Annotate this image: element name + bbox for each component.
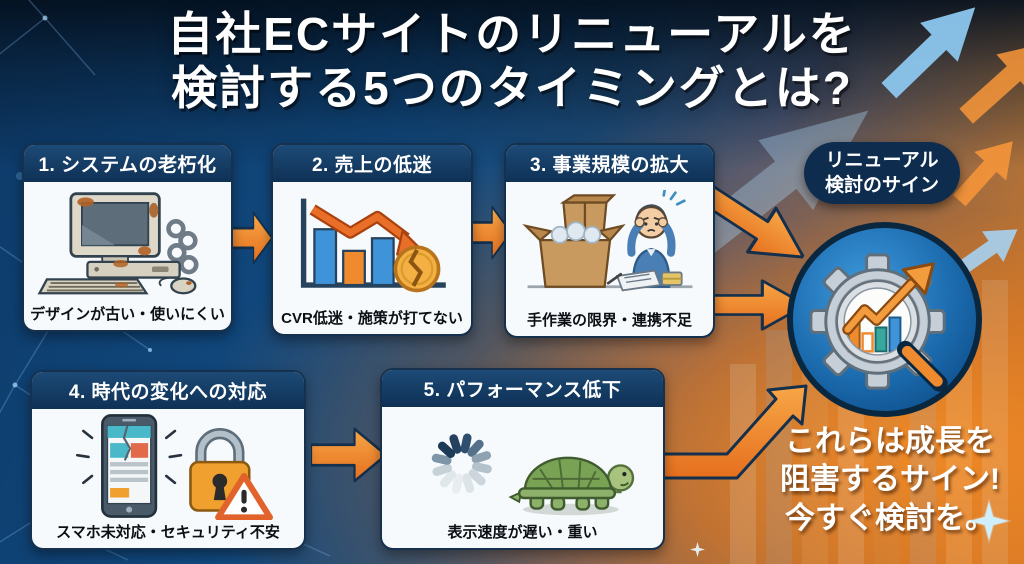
card3-header: 3. 事業規模の拡大 — [506, 145, 713, 182]
card4-caption: スマホ未対応・セキュリティ不安 — [56, 524, 280, 541]
gear-magnifier-growth-chart-icon — [786, 221, 983, 418]
arrow-card4-to-card5 — [311, 427, 386, 483]
sparkle-small-icon — [690, 542, 705, 557]
declining-chart-broken-coin-icon — [300, 198, 446, 293]
page-title-line1: 自社ECサイトのリニューアルを — [167, 8, 857, 60]
old-computer-chain-icon — [37, 192, 199, 295]
card5-caption: 表示速度が遅い・重い — [447, 524, 598, 541]
card-system-aging: 1. システムの老朽化 — [22, 143, 233, 332]
card-sales-slump: 2. 売上の低迷 CVR低迷・施策が打てない — [271, 143, 473, 336]
page-title: 自社ECサイトのリニューアルを 検討する5つのタイミングとは? — [0, 8, 1024, 116]
background-arrow-orange-mid-icon — [952, 141, 1013, 207]
card2-header: 2. 売上の低迷 — [273, 145, 471, 182]
card-business-expansion: 3. 事業規模の拡大 — [504, 143, 715, 338]
background-arrow-orange-top-icon — [959, 42, 1024, 124]
background-arrow-blue-small-icon — [954, 229, 1018, 277]
card1-header: 1. システムの老朽化 — [24, 145, 231, 182]
card5-header: 5. パフォーマンス低下 — [382, 370, 663, 407]
renewal-sign-badge: リニューアル 検討のサイン — [804, 142, 960, 204]
arrow-card1-to-card2 — [228, 211, 272, 265]
conclusion-line1: これらは成長を — [785, 425, 995, 458]
conclusion-line3: 今すぐ検討を。 — [785, 501, 995, 535]
card-changing-times: 4. 時代の変化への対応 — [30, 370, 306, 550]
card1-caption: デザインが古い・使いにくい — [30, 306, 225, 323]
broken-phone-security-lock-icon — [75, 413, 273, 520]
card2-caption: CVR低迷・施策が打てない — [281, 310, 463, 327]
card4-header: 4. 時代の変化への対応 — [32, 372, 304, 409]
loading-spinner-turtle-icon — [431, 433, 634, 515]
boxes-stressed-person-icon — [521, 190, 692, 292]
sparkle-icon — [966, 498, 1012, 544]
conclusion-text: これらは成長を 阻害するサイン! 今すぐ検討を。 — [762, 423, 1018, 538]
page-title-line2: 検討する5つのタイミングとは? — [171, 61, 853, 114]
badge-line2: 検討のサイン — [824, 175, 939, 196]
conclusion-line2: 阻害するサイン! — [780, 463, 1000, 497]
background-arrow-blue-top-icon — [881, 7, 976, 99]
card3-caption: 手作業の限界・連携不足 — [526, 312, 692, 329]
arrow-card5-to-result — [654, 384, 808, 480]
badge-line1: リニューアル — [825, 149, 939, 171]
card-performance-decline: 5. パフォーマンス低下 — [380, 368, 665, 550]
